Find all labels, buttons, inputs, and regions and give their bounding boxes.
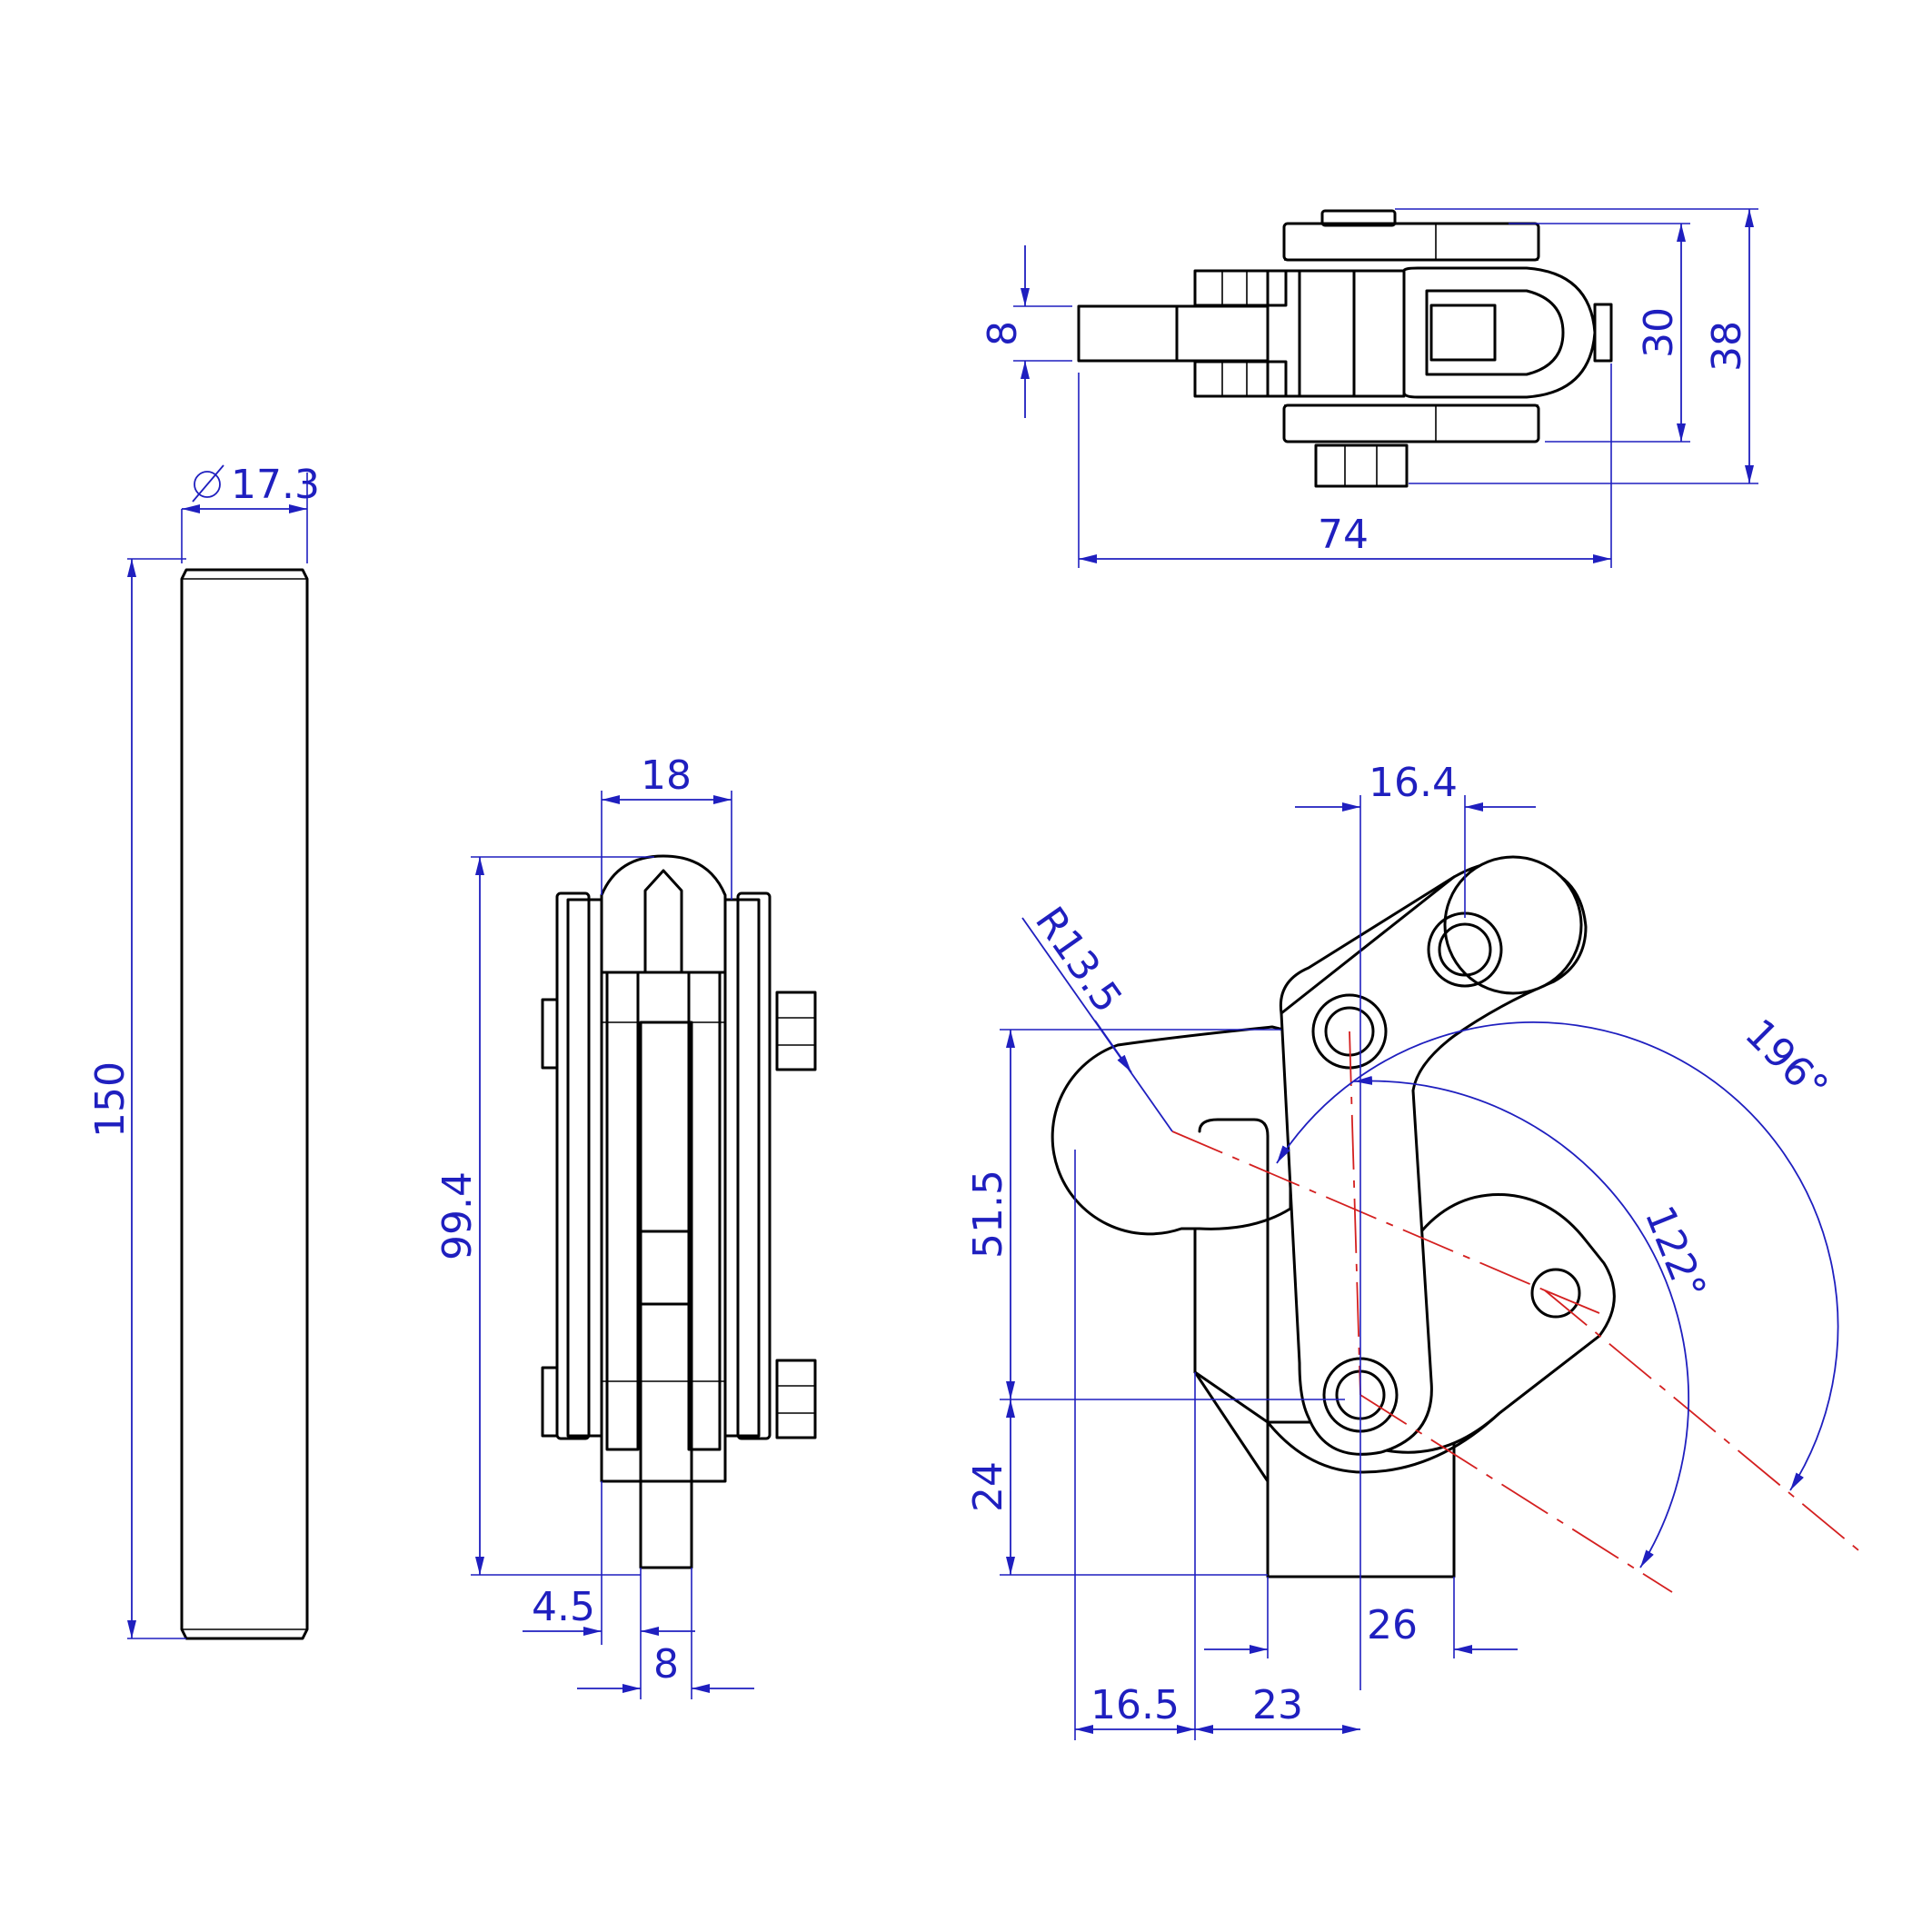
handle-bar-view: 17.3 150 bbox=[87, 462, 320, 1640]
dim-top-thickness: 8 bbox=[980, 321, 1026, 346]
dim-top-inner: 30 bbox=[1636, 307, 1682, 358]
dim-front-height: 99.4 bbox=[434, 1171, 481, 1260]
dim-side-height-lower: 24 bbox=[965, 1461, 1011, 1512]
dim-handle-diameter: 17.3 bbox=[231, 462, 320, 508]
dim-side-base-width: 26 bbox=[1367, 1602, 1418, 1648]
dim-top-width: 74 bbox=[1318, 512, 1369, 558]
dim-front-tongue: 8 bbox=[653, 1641, 679, 1688]
dim-side-height-upper: 51.5 bbox=[965, 1170, 1011, 1259]
dim-side-offset-center: 23 bbox=[1252, 1682, 1303, 1728]
dim-angle-closed: 122° bbox=[1636, 1200, 1715, 1306]
side-view: R13.5 16.4 51.5 24 26 16.5 23 196° 122° bbox=[965, 760, 1864, 1740]
dim-side-offset-left: 16.5 bbox=[1090, 1682, 1180, 1728]
dim-handle-length: 150 bbox=[87, 1061, 134, 1138]
dim-angle-open: 196° bbox=[1736, 1011, 1837, 1111]
front-view: 18 99.4 4.5 8 bbox=[434, 752, 817, 1699]
dim-top-outer: 38 bbox=[1704, 321, 1750, 372]
dim-side-pivot-spacing: 16.4 bbox=[1369, 760, 1458, 806]
dim-side-radius: R13.5 bbox=[1026, 899, 1131, 1021]
top-view: 8 74 30 38 bbox=[980, 208, 1758, 568]
dim-front-offset: 4.5 bbox=[532, 1584, 595, 1630]
dim-front-width: 18 bbox=[641, 752, 692, 799]
diameter-symbol-icon bbox=[192, 464, 224, 503]
